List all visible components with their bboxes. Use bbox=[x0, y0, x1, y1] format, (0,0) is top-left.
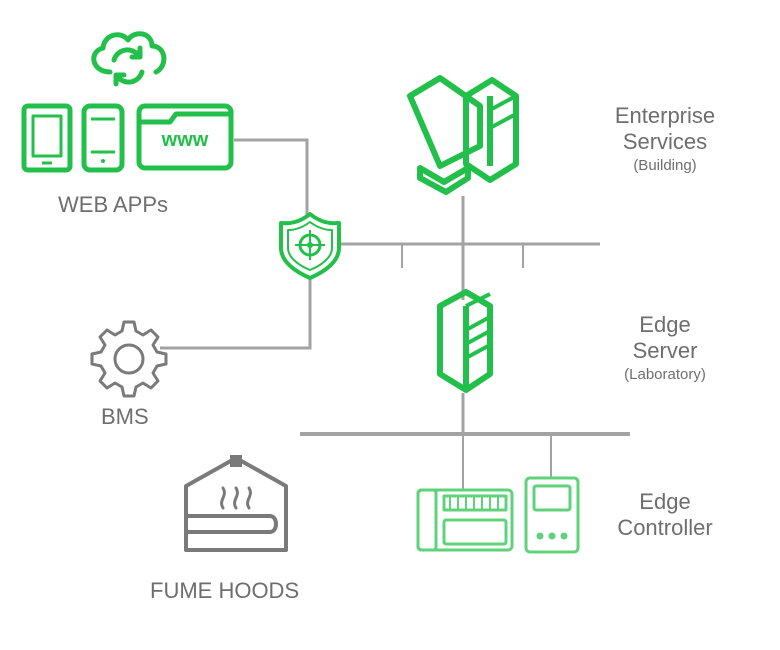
browser-window-icon bbox=[136, 103, 234, 171]
shield-target-icon bbox=[279, 212, 341, 280]
enterprise-line2: Services bbox=[622, 129, 708, 154]
fume-hoods-label: FUME HOODS bbox=[150, 578, 300, 603]
edge-server-line2: Server bbox=[632, 338, 698, 363]
cloud-sync-icon bbox=[91, 31, 167, 87]
enterprise-line1: Enterprise bbox=[614, 103, 716, 128]
web-apps-link bbox=[234, 138, 309, 218]
gear-icon bbox=[90, 320, 168, 398]
edge-controller-label: Edge Controller bbox=[580, 489, 750, 541]
bms-link bbox=[160, 276, 312, 350]
fume-hood-icon bbox=[184, 455, 288, 552]
edge-server-line1: Edge bbox=[639, 312, 691, 337]
enterprise-sub: (Building) bbox=[633, 157, 697, 174]
bms-label: BMS bbox=[101, 404, 149, 429]
browser-www-text: www bbox=[161, 129, 209, 151]
din-rail-controller-icon bbox=[416, 488, 514, 552]
tablet-icon bbox=[21, 103, 73, 173]
workstation-server-icon bbox=[407, 75, 519, 195]
edge-server-label: Edge Server (Laboratory) bbox=[580, 312, 750, 383]
connection-lines bbox=[160, 138, 630, 490]
web-apps-label: WEB APPs bbox=[58, 192, 169, 217]
controller-panel-icon bbox=[524, 476, 580, 554]
edge-controller-line1: Edge bbox=[639, 489, 691, 514]
edge-server-icon bbox=[437, 289, 493, 393]
edge-server-sub: (Laboratory) bbox=[624, 366, 706, 383]
edge-controller-line2: Controller bbox=[617, 515, 713, 540]
enterprise-services-label: Enterprise Services (Building) bbox=[580, 103, 750, 174]
phone-icon bbox=[81, 103, 125, 173]
